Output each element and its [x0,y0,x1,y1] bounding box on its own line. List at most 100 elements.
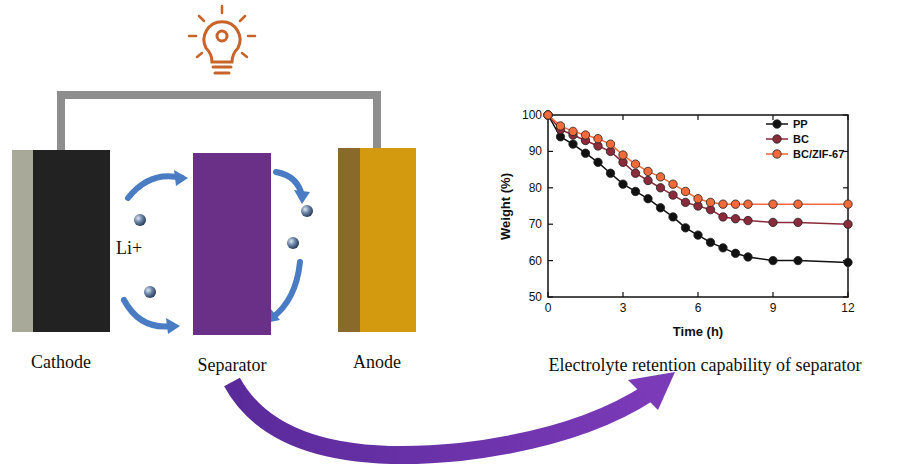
series-marker [694,195,702,203]
x-tick [697,292,698,297]
node-label: Separator [198,355,267,376]
anode-electrode-fill [338,148,416,332]
series-marker [569,140,577,148]
separator-membrane-fill [193,153,271,335]
series-marker [681,187,689,195]
series-marker [544,111,552,119]
data-series [544,111,852,267]
series-marker [769,256,777,264]
tick-label: 100 [522,108,542,122]
series-marker [594,158,602,166]
light-bulb [189,6,255,73]
series-marker [844,220,852,228]
legend-sample [773,120,781,128]
series-marker [731,215,739,223]
cathode-electrode: Cathode [12,150,110,332]
series-marker [694,231,702,239]
series-marker [544,111,552,119]
tick-marks [548,115,848,297]
series-marker [794,218,802,226]
x-tick [847,115,848,120]
y-tick [548,187,553,188]
series-marker [606,169,614,177]
x-tick [622,115,623,120]
node-label: Cathode [31,352,91,373]
series-marker [744,216,752,224]
y-tick [548,260,553,261]
tick-label: 70 [529,217,542,231]
series-marker [631,169,639,177]
series-marker [844,258,852,266]
series-marker [644,167,652,175]
x-tick [772,292,773,297]
y-tick [548,151,553,152]
chart-frame [548,115,848,297]
series-marker [544,111,552,119]
series-marker [744,253,752,261]
x-tick [622,292,623,297]
axis-title: Weight (%) [497,173,512,240]
y-tick [843,114,848,115]
series-marker [631,187,639,195]
series-marker [556,122,564,130]
series-marker [794,256,802,264]
series-line [548,115,848,262]
series-line [548,115,848,204]
series-marker [644,176,652,184]
legend-text: BC [793,133,809,145]
separator-membrane: Separator [193,153,271,335]
y-tick [843,296,848,297]
y-tick [548,224,553,225]
big-arrow [232,372,675,455]
node-label: Anode [353,352,401,373]
series-marker [731,249,739,257]
series-marker [719,244,727,252]
tick-label: 12 [841,301,854,315]
series-marker [619,180,627,188]
series-marker [706,198,714,206]
legend-sample [773,135,781,143]
series-marker [656,184,664,192]
legend-sample [773,150,781,158]
series-marker [581,131,589,139]
series-marker [844,200,852,208]
x-tick [547,292,548,297]
y-tick [548,296,553,297]
axis-title: Time (h) [673,324,723,339]
series-marker [669,180,677,188]
series-marker [731,200,739,208]
series-marker [681,224,689,232]
tick-label: 60 [529,254,542,268]
series-marker [569,127,577,135]
series-marker [681,198,689,206]
y-tick [843,187,848,188]
series-marker [594,134,602,142]
tick-label: 9 [770,301,777,315]
x-tick [772,115,773,120]
series-marker [581,149,589,157]
tick-label: 3 [620,301,627,315]
series-marker [706,238,714,246]
series-marker [794,200,802,208]
tick-label: 0 [545,301,552,315]
legend-text: BC/ZIF-67 [793,148,844,160]
series-marker [656,173,664,181]
series-marker [669,191,677,199]
series-marker [644,195,652,203]
tick-label: 80 [529,181,542,195]
series-marker [631,160,639,168]
wire [61,95,377,150]
tick-label: 50 [529,290,542,304]
series-marker [719,213,727,221]
series-marker [669,213,677,221]
tick-label: 90 [529,144,542,158]
legend-text: PP [793,118,808,130]
x-tick [847,292,848,297]
anode-electrode: Anode [338,148,416,332]
series-marker [619,151,627,159]
caption: Electrolyte retention capability of sepa… [549,355,862,376]
series-marker [769,200,777,208]
